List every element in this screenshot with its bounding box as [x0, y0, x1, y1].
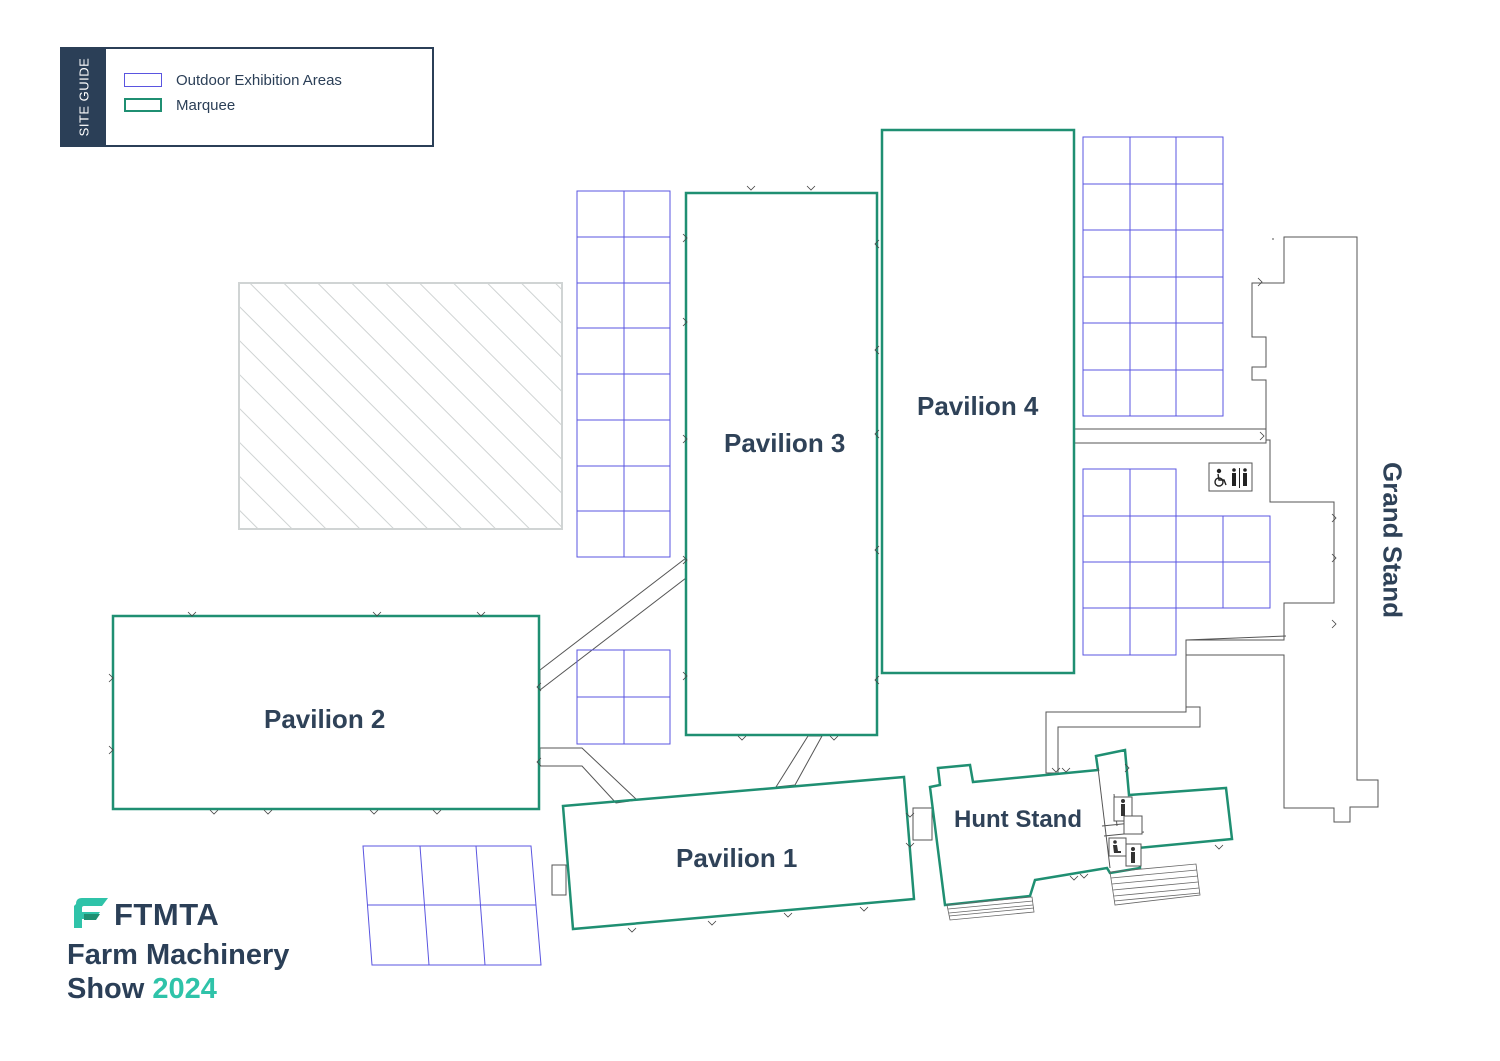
outdoor-swatch — [124, 73, 162, 87]
outdoor-area-c — [1082, 136, 1224, 417]
pavilion-3 — [684, 191, 879, 737]
site-guide-legend: SITE GUIDE Outdoor Exhibition Areas Marq… — [60, 47, 434, 147]
tent-peg-marks — [108, 185, 1337, 933]
pavilion-2-label: Pavilion 2 — [264, 704, 386, 734]
hunt-stand-toilet-icons — [1113, 799, 1135, 863]
hunt-stand-steps — [946, 863, 1201, 921]
outdoor-area-b — [576, 649, 671, 745]
outdoor-area-e — [362, 845, 542, 966]
marquee-swatch — [124, 98, 162, 112]
walkway-pavilion4-grandstand — [1073, 428, 1267, 444]
grand-stand-structure — [1045, 236, 1379, 823]
reserved-hatched-area — [238, 282, 563, 530]
legend-tab: SITE GUIDE — [62, 49, 106, 145]
outdoor-area-d — [1082, 468, 1271, 656]
pavilion-1 — [561, 775, 916, 931]
walkway-pavilion2-pavilion3 — [539, 556, 687, 692]
walkway-pavilion3-pavilion1 — [775, 735, 823, 788]
grand-stand-label: Grand Stand — [1377, 461, 1408, 619]
walkway-pavilion1-huntstand — [912, 807, 933, 841]
toilets-block — [1208, 462, 1253, 492]
walkway-pavilion2-pavilion1 — [539, 747, 639, 804]
pavilion-4-label: Pavilion 4 — [917, 391, 1039, 421]
legend-item-marquee: Marquee — [124, 96, 235, 114]
logo-icon — [74, 898, 108, 928]
pavilion-3-label: Pavilion 3 — [724, 428, 846, 458]
pavilion-1-label: Pavilion 1 — [676, 843, 798, 873]
legend-tab-label: SITE GUIDE — [76, 57, 92, 137]
brand-org-name: FTMTA — [114, 897, 220, 932]
pavilion1-entrance — [551, 864, 567, 896]
legend-outdoor-label: Outdoor Exhibition Areas — [176, 71, 342, 89]
show-year: 2024 — [152, 973, 217, 1005]
legend-marquee-label: Marquee — [176, 96, 236, 114]
show-title-line2: Show — [67, 973, 145, 1005]
pavilion-2 — [111, 614, 541, 811]
hunt-stand-interior — [1097, 767, 1145, 869]
show-title-line1: Farm Machinery — [67, 939, 290, 971]
hunt-stand-label: Hunt Stand — [954, 806, 1082, 833]
show-title: Farm Machinery Show 2024 — [67, 938, 289, 1006]
accessible-toilet-icon — [1214, 468, 1227, 487]
pavilion-4 — [880, 128, 1076, 675]
outdoor-area-a — [576, 190, 671, 558]
legend-item-outdoor: Outdoor Exhibition Areas — [124, 71, 342, 89]
toilets-icon — [1232, 468, 1247, 488]
